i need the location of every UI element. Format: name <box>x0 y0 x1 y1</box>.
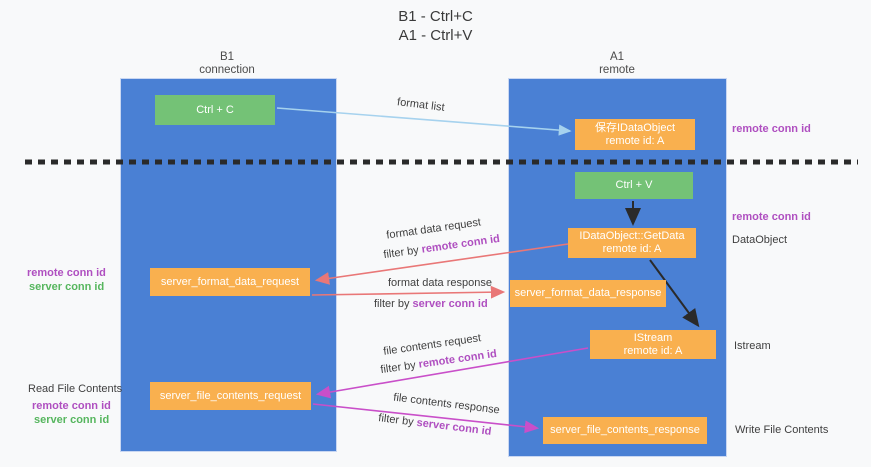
left-server-conn-id-bottom-label: server conn id <box>34 414 110 426</box>
right-remote-conn-id-mid-label: remote conn id <box>732 211 811 223</box>
server-format-data-request-node: server_format_data_request <box>150 268 310 296</box>
ctrl-c-node: Ctrl + C <box>155 95 275 125</box>
format-request-to-response-arrow <box>311 285 506 299</box>
left-remote-conn-id-mid-label: remote conn id <box>27 267 106 279</box>
write-file-contents-label: Write File Contents <box>735 424 829 436</box>
format-list-label: format list <box>396 96 446 114</box>
format-data-response-label: format data response <box>388 277 492 289</box>
left-server-conn-id-mid-label: server conn id <box>29 281 105 293</box>
server-format-data-response-node: server_format_data_response <box>510 280 666 307</box>
read-file-contents-label: Read File Contents <box>28 383 123 395</box>
server-file-contents-request-node: server_file_contents_request <box>150 382 311 410</box>
file-contents-response-label: file contents response <box>392 391 501 417</box>
right-remote-conn-id-top-label: remote conn id <box>732 123 811 135</box>
diagram-title-line1: B1 - Ctrl+C <box>398 8 473 25</box>
ctrl-v-node: Ctrl + V <box>575 172 693 199</box>
left-remote-conn-id-bottom-label: remote conn id <box>32 400 111 412</box>
server-file-contents-response-node: server_file_contents_response <box>543 417 707 444</box>
filter-by-server-conn-id-label-2: filter by server conn id <box>377 412 493 438</box>
istream-side-label: Istream <box>734 340 771 352</box>
filter-by-server-conn-id-label-1: filter by server conn id <box>374 298 488 310</box>
dataobject-label: DataObject <box>732 234 788 246</box>
diagram-title-line2: A1 - Ctrl+V <box>398 27 473 44</box>
